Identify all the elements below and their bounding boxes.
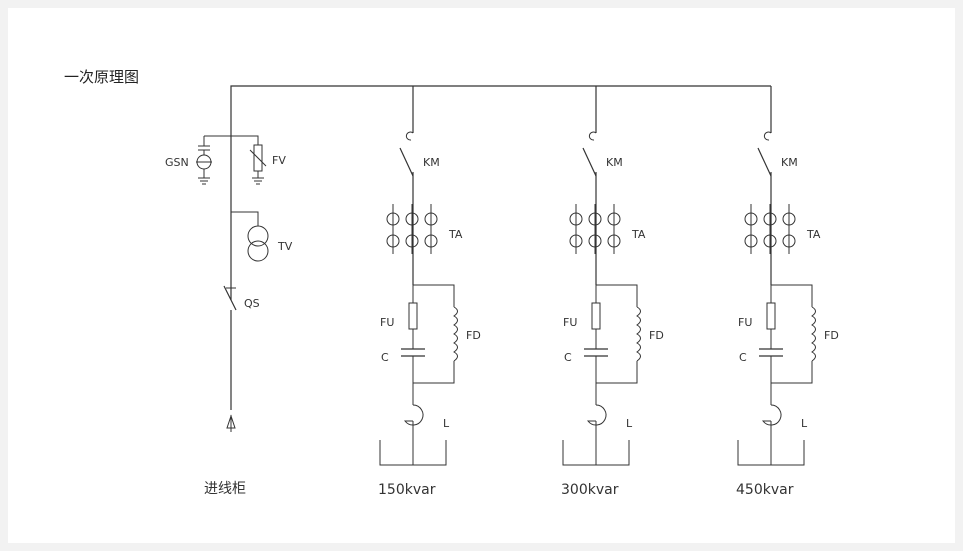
ta-symbol	[386, 204, 438, 254]
c-label: C	[739, 351, 747, 364]
cabinet-base	[379, 440, 447, 466]
capacitor-branch: KM TA FU C FD L 450kvar	[736, 86, 839, 498]
tv-label: TV	[277, 240, 293, 253]
km-label: KM	[781, 156, 798, 169]
fu-label: FU	[738, 316, 752, 329]
l-symbol	[761, 383, 782, 465]
capacitor-branch: KM TA FU C FD L 150kvar	[378, 86, 481, 498]
km-label: KM	[423, 156, 440, 169]
km-contact	[399, 147, 414, 177]
l-label: L	[443, 417, 450, 430]
cabinet-base	[737, 440, 805, 466]
km-label: KM	[606, 156, 623, 169]
qs-label: QS	[244, 297, 260, 310]
fu-c-symbol	[759, 285, 783, 383]
diagram-title: 一次原理图	[64, 68, 139, 86]
fd-symbol	[771, 284, 816, 384]
incoming-arrow	[226, 414, 236, 432]
c-label: C	[564, 351, 572, 364]
fd-label: FD	[466, 329, 481, 342]
fu-label: FU	[380, 316, 394, 329]
fd-symbol	[596, 284, 641, 384]
ta-label: TA	[631, 228, 646, 241]
contactor-hook	[588, 131, 597, 141]
capacitor-branches: KM TA FU C FD L 150kvar KM TA FU C FD L 300kvar KM TA FU…	[378, 86, 839, 498]
branch-caption: 300kvar	[561, 482, 619, 498]
l-symbol	[403, 383, 424, 465]
branch-caption: 450kvar	[736, 482, 794, 498]
incoming-cabinet: GSN FV TV QS 进线	[165, 135, 293, 497]
gsn-symbol	[196, 136, 212, 185]
c-label: C	[381, 351, 389, 364]
fd-label: FD	[649, 329, 664, 342]
ta-symbol	[744, 204, 796, 254]
qs-symbol	[223, 285, 237, 410]
incoming-caption: 进线柜	[204, 481, 246, 497]
fv-label: FV	[272, 154, 286, 167]
ta-label: TA	[448, 228, 463, 241]
fd-symbol	[413, 284, 458, 384]
diagram-sheet	[8, 8, 955, 543]
gsn-label: GSN	[165, 156, 189, 169]
fv-symbol	[249, 144, 267, 185]
contactor-hook	[405, 131, 414, 141]
tv-symbol	[231, 211, 269, 262]
l-label: L	[626, 417, 633, 430]
fu-c-symbol	[401, 285, 425, 383]
capacitor-branch: KM TA FU C FD L 300kvar	[561, 86, 664, 498]
l-label: L	[801, 417, 808, 430]
fu-c-symbol	[584, 285, 608, 383]
branch-caption: 150kvar	[378, 482, 436, 498]
km-contact	[582, 147, 597, 177]
contactor-hook	[763, 131, 772, 141]
ta-label: TA	[806, 228, 821, 241]
fu-label: FU	[563, 316, 577, 329]
main-busbar	[230, 85, 771, 300]
l-symbol	[586, 383, 607, 465]
cabinet-base	[562, 440, 630, 466]
fd-label: FD	[824, 329, 839, 342]
fv-tap-line	[231, 135, 259, 145]
km-contact	[757, 147, 772, 177]
ta-symbol	[569, 204, 621, 254]
